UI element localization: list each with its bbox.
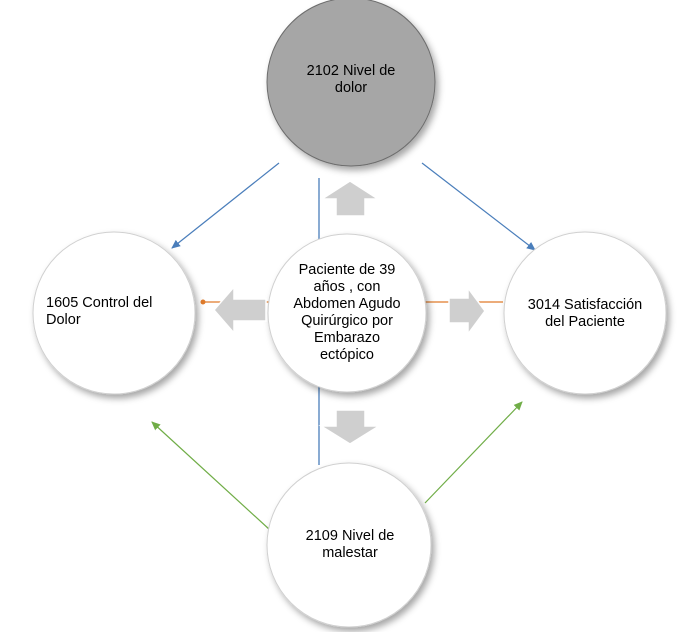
node-center-label: Paciente de 39 años , con Abdomen Agudo … <box>293 262 401 363</box>
node-right-circle <box>503 231 667 395</box>
top-to-right-arrow <box>421 162 536 251</box>
block-arrow-up <box>319 180 381 217</box>
bottom-to-right-arrow <box>424 401 523 504</box>
node-bottom-circle <box>266 462 432 628</box>
top-to-left-arrow <box>171 162 280 249</box>
block-arrow-left <box>213 284 267 336</box>
bottom-to-left-arrow <box>151 421 271 531</box>
block-arrow-down <box>318 409 382 445</box>
left-orange-dot <box>200 299 206 305</box>
node-top-circle <box>266 0 436 167</box>
node-bottom-label: 2109 Nivel de malestar <box>305 528 395 561</box>
node-center-circle <box>267 233 427 393</box>
node-right-label: 3014 Satisfacción del Paciente <box>527 297 643 330</box>
node-top-label: 2102 Nivel de dolor <box>306 63 396 96</box>
node-left-circle <box>32 231 196 395</box>
block-arrow-right <box>448 285 486 337</box>
node-left-label: 1605 Control del Dolor <box>46 295 153 328</box>
